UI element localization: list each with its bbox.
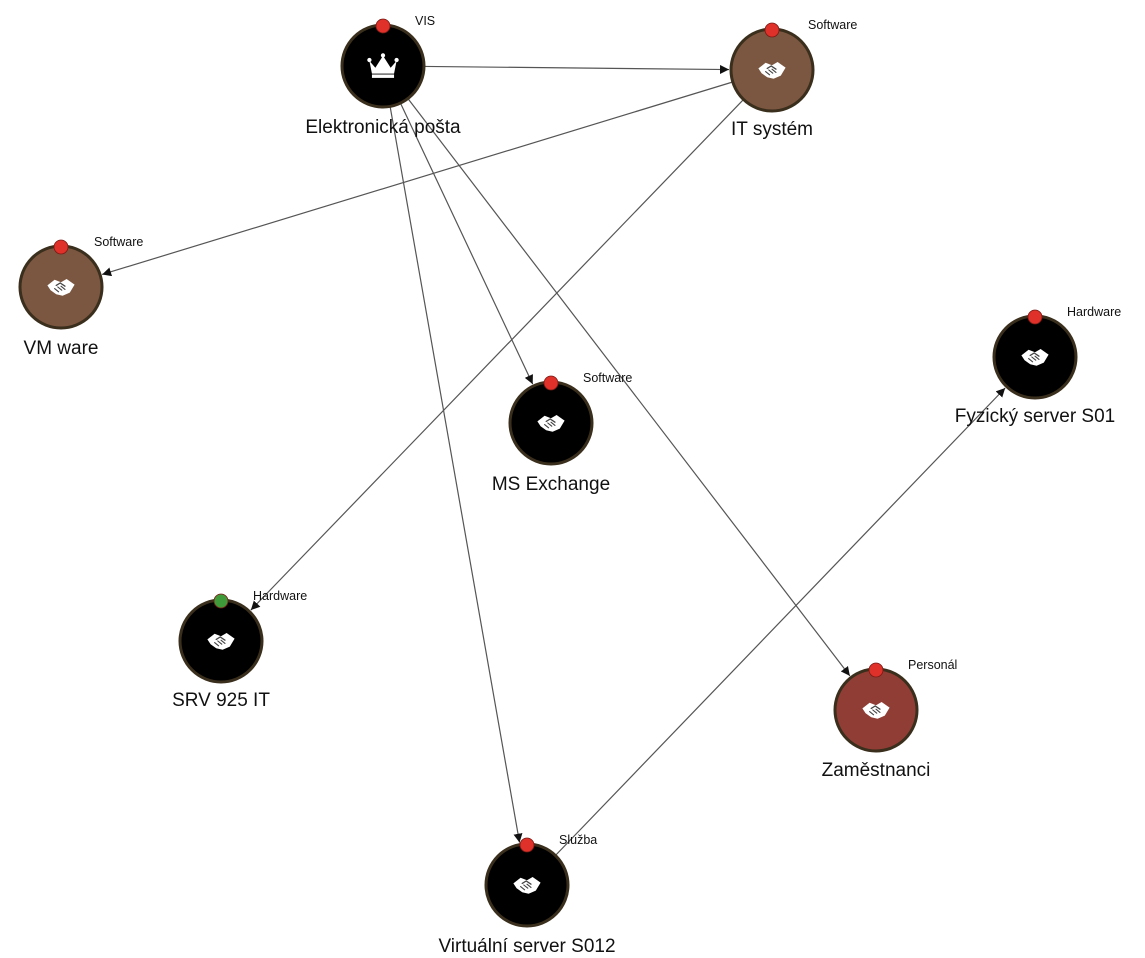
node-name-label: MS Exchange bbox=[492, 474, 610, 495]
status-dot-green bbox=[213, 593, 229, 609]
node-name-label: SRV 925 IT bbox=[172, 690, 270, 711]
edge-virtualni-server-to-fyzicky-server[interactable] bbox=[555, 387, 1006, 856]
edge-it-system-to-vm-ware[interactable] bbox=[101, 81, 733, 277]
node-name-label: Elektronická pošta bbox=[305, 117, 461, 138]
status-dot-red bbox=[53, 239, 69, 255]
status-dot-red bbox=[375, 18, 391, 34]
node-type-label: VIS bbox=[415, 14, 435, 28]
edge-elektronicka-posta-to-it-system[interactable] bbox=[424, 64, 730, 74]
status-dot-red bbox=[1027, 309, 1043, 325]
status-dot-red bbox=[543, 375, 559, 391]
edge-elektronicka-posta-to-ms-exchange[interactable] bbox=[400, 103, 534, 385]
node-type-label: Software bbox=[583, 371, 632, 385]
node-name-label: IT systém bbox=[731, 119, 813, 140]
status-dot-red bbox=[764, 22, 780, 38]
edge-it-system-to-srv-925[interactable] bbox=[250, 99, 744, 611]
node-ms-exchange[interactable]: Software MS Exchange bbox=[492, 371, 633, 495]
node-type-label: Personál bbox=[908, 658, 957, 672]
status-dot-red bbox=[519, 837, 535, 853]
node-name-label: Virtuální server S012 bbox=[438, 936, 615, 957]
node-type-label: Software bbox=[94, 235, 143, 249]
edges-layer bbox=[101, 64, 1006, 856]
node-type-label: Služba bbox=[559, 833, 597, 847]
node-name-label: Fyzický server S01 bbox=[955, 406, 1115, 427]
node-name-label: VM ware bbox=[24, 338, 99, 359]
edge-elektronicka-posta-to-zamestnanci[interactable] bbox=[408, 98, 851, 677]
status-dot-red bbox=[868, 662, 884, 678]
node-it-system[interactable]: Software IT systém bbox=[729, 18, 857, 140]
node-type-label: Software bbox=[808, 18, 857, 32]
edge-elektronicka-posta-to-virtualni-server[interactable] bbox=[389, 107, 523, 843]
node-type-label: Hardware bbox=[1067, 305, 1121, 319]
node-vm-ware[interactable]: Software VM ware bbox=[18, 235, 143, 359]
node-name-label: Zaměstnanci bbox=[822, 760, 931, 781]
node-elektronicka-posta[interactable]: VIS Elektronická pošta bbox=[305, 14, 461, 138]
node-type-label: Hardware bbox=[253, 589, 307, 603]
